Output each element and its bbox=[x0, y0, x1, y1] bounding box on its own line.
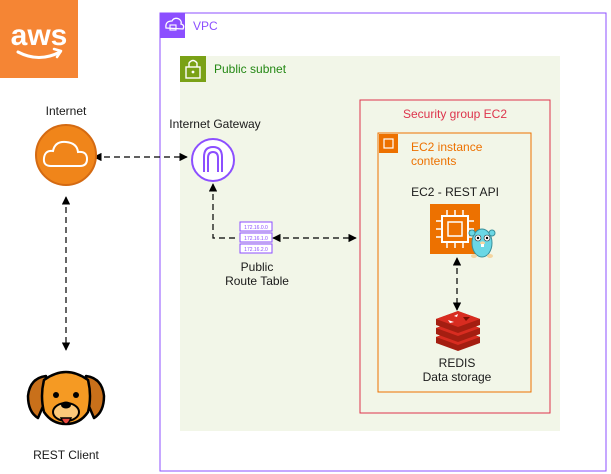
ec2-contents-group: EC2 instance contents bbox=[377, 132, 532, 393]
security-group-label: Security group EC2 bbox=[403, 107, 507, 121]
vpc-icon bbox=[160, 13, 185, 38]
route-table-icon: 172.16.0.0 172.16.1.0 172.16.2.0 bbox=[239, 221, 273, 254]
padlock-icon bbox=[180, 56, 206, 82]
internet-gateway-label: Internet Gateway bbox=[169, 117, 260, 131]
ec2-api-label: EC2 - REST API bbox=[411, 185, 499, 199]
public-subnet-label: Public subnet bbox=[214, 62, 287, 76]
route-row-3: 172.16.2.0 bbox=[244, 247, 268, 253]
cloud-icon bbox=[35, 124, 97, 186]
redis-label-2: Data storage bbox=[423, 370, 492, 384]
route-table-label-2: Route Table bbox=[225, 274, 289, 288]
dog-icon bbox=[26, 370, 106, 426]
route-row-1: 172.16.0.0 bbox=[244, 225, 268, 231]
aws-logo-icon: aws bbox=[0, 0, 78, 78]
internet-label: Internet bbox=[46, 104, 87, 118]
ec2-contents-label-2: contents bbox=[411, 154, 456, 168]
redis-label-1: REDIS bbox=[439, 356, 476, 370]
route-row-2: 172.16.1.0 bbox=[244, 236, 268, 242]
ec2-contents-label-1: EC2 instance bbox=[411, 140, 483, 154]
internet-gateway-icon bbox=[191, 138, 235, 182]
aws-logo-text: aws bbox=[11, 19, 68, 52]
connectors bbox=[61, 152, 462, 351]
vpc-label: VPC bbox=[193, 19, 218, 33]
gateway-route-connector bbox=[208, 183, 237, 239]
redis-icon bbox=[436, 311, 480, 351]
ec2-small-icon bbox=[379, 134, 398, 153]
security-group: Security group EC2 bbox=[359, 99, 551, 414]
rest-client-label: REST Client bbox=[33, 448, 99, 462]
go-gopher-icon bbox=[468, 228, 496, 258]
route-table-label-1: Public bbox=[241, 260, 274, 274]
